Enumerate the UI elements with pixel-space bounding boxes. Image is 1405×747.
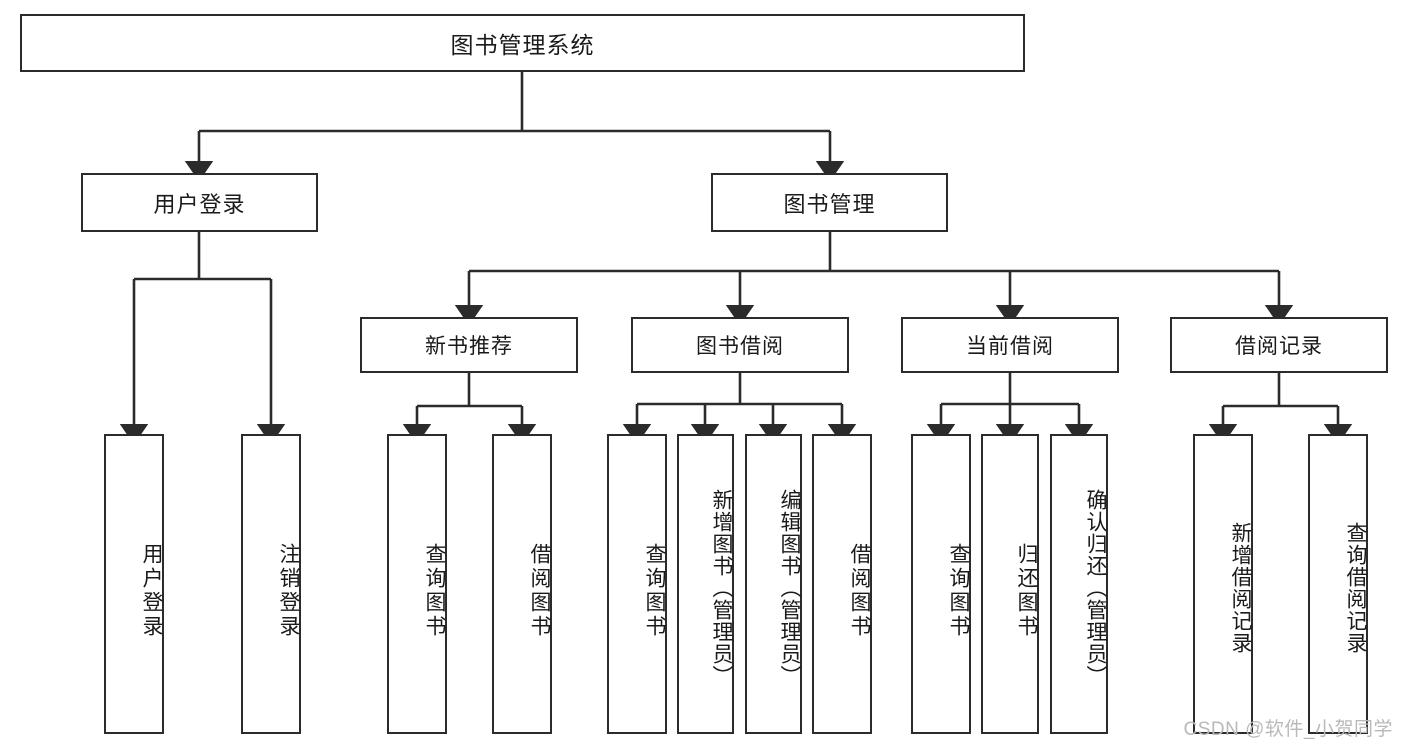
node-label: 图书借阅 [696,335,784,358]
node-leaf-rc-query-record[interactable]: 查询借阅记录 [1308,434,1368,734]
node-label: 查询图书 [643,543,666,639]
node-borrow-records[interactable]: 借阅记录 [1170,317,1388,373]
node-user-login[interactable]: 用户登录 [81,173,318,232]
csdn-watermark: CSDN @软件_小贺同学 [1183,719,1393,740]
node-book-management-system[interactable]: 图书管理系统 [20,14,1025,72]
node-leaf-logout[interactable]: 注销登录 [241,434,301,734]
node-leaf-bw-edit-book-admin[interactable]: 编辑图书（管理员） [745,434,802,734]
node-label: 用户登录 [140,543,163,639]
node-label: 确认归还（管理员） [1084,489,1107,687]
node-label: 查询图书 [947,543,970,639]
node-leaf-bw-add-book-admin[interactable]: 新增图书（管理员） [677,434,734,734]
node-label: 编辑图书（管理员） [778,489,801,687]
node-leaf-nb-query-books[interactable]: 查询图书 [387,434,447,734]
node-label: 借阅图书 [528,543,551,639]
node-label: 借阅记录 [1235,335,1323,358]
node-label: 用户登录 [153,191,246,217]
node-leaf-cu-query-books[interactable]: 查询图书 [911,434,971,734]
node-leaf-bw-borrow-books[interactable]: 借阅图书 [812,434,872,734]
node-leaf-user-login[interactable]: 用户登录 [104,434,164,734]
node-label: 图书管理 [783,191,876,217]
node-label: 归还图书 [1015,543,1038,639]
node-label: 新增图书（管理员） [710,489,733,687]
node-label: 借阅图书 [848,543,871,639]
node-label: 查询图书 [423,543,446,639]
node-new-book-recommendation[interactable]: 新书推荐 [360,317,578,373]
node-book-management[interactable]: 图书管理 [711,173,948,232]
node-label: 当前借阅 [966,335,1054,358]
node-leaf-cu-return-books[interactable]: 归还图书 [981,434,1039,734]
node-label: 新增借阅记录 [1229,522,1252,654]
node-label: 图书管理系统 [450,32,595,58]
node-label: 新书推荐 [425,335,513,358]
node-book-borrowing[interactable]: 图书借阅 [631,317,849,373]
node-current-borrowing[interactable]: 当前借阅 [901,317,1119,373]
node-leaf-bw-query-books[interactable]: 查询图书 [607,434,667,734]
node-leaf-cu-confirm-return-admin[interactable]: 确认归还（管理员） [1050,434,1108,734]
node-label: 查询借阅记录 [1344,522,1367,654]
node-label: 注销登录 [277,543,300,639]
node-leaf-rc-add-record[interactable]: 新增借阅记录 [1193,434,1253,734]
node-leaf-nb-borrow-books[interactable]: 借阅图书 [492,434,552,734]
